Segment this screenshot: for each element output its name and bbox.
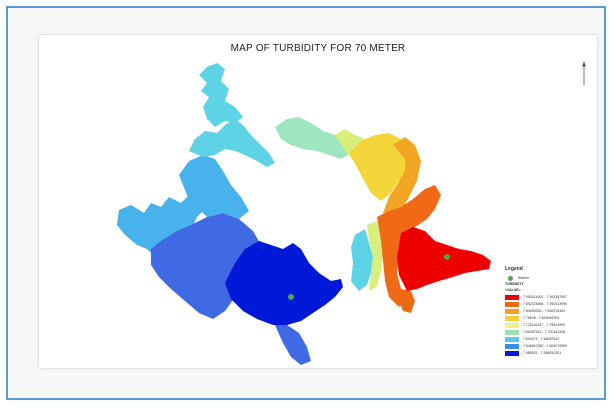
legend-class-row: 7.950414001 - 7.993367597	[505, 294, 597, 301]
legend-title: Legend	[505, 266, 523, 272]
legend-class-label: 7.76525 - 7.834949329	[523, 315, 560, 320]
station-dot-icon	[508, 276, 513, 281]
map-region-royal-blue-south	[275, 325, 311, 365]
legend-class-row: 7.489521 - 7.546810281	[505, 350, 597, 357]
map-sheet: MAP OF TURBIDITY FOR 70 METER Legend Sta…	[39, 35, 597, 368]
legend-swatch	[505, 323, 519, 328]
legend-class-label: 7.892378465 - 7.950413999	[523, 301, 567, 306]
map-region-cyan-north-branch	[199, 63, 243, 127]
legend-class-label: 7.604071 - 7.66287512	[523, 336, 560, 341]
legend-classes: 7.950414001 - 7.993367597 7.892378465 - 7…	[505, 294, 597, 357]
image-frame: MAP OF TURBIDITY FOR 70 METER Legend Sta…	[6, 6, 606, 400]
legend-station-row: Station	[505, 275, 597, 282]
legend-class-label: 7.83494933 - 7.892378464	[523, 308, 566, 313]
map-region-cyan-east	[351, 229, 373, 291]
map-region-orange-tail	[399, 289, 415, 313]
legend-swatch	[505, 295, 519, 300]
map-legend: Legend Station TURBIDITY <VALUE> 7.95041…	[505, 267, 597, 357]
map-region-orange	[377, 185, 441, 307]
map-title: MAP OF TURBIDITY FOR 70 METER	[230, 43, 406, 54]
map-region-sky-blue-north	[179, 155, 249, 219]
north-arrow-icon	[582, 61, 586, 85]
legend-class-row: 7.604071 - 7.66287512	[505, 336, 597, 343]
legend-layer-name: TURBIDITY	[505, 282, 524, 287]
legend-class-row: 7.892378465 - 7.950413999	[505, 301, 597, 308]
map-region-cyan-north	[189, 119, 275, 167]
legend-class-row: 7.83494933 - 7.892378464	[505, 308, 597, 315]
legend-swatch	[505, 302, 519, 307]
legend-swatch	[505, 351, 519, 356]
legend-class-label: 7.66287513 - 7.720161246	[523, 329, 566, 334]
station-marker	[288, 294, 294, 300]
legend-swatch	[505, 344, 519, 349]
legend-class-row: 7.66287513 - 7.720161246	[505, 329, 597, 336]
legend-class-label: 7.950414001 - 7.993367597	[523, 294, 567, 299]
legend-swatch	[505, 309, 519, 314]
map-region-mint	[275, 117, 351, 159]
legend-class-label: 7.546810282 - 7.604070999	[523, 343, 567, 348]
station-marker	[444, 254, 450, 260]
map-region-amber	[383, 137, 421, 221]
legend-swatch	[505, 330, 519, 335]
turbidity-map	[117, 63, 491, 365]
legend-class-label: 7.720161247 - 7.76524999	[523, 322, 566, 327]
map-region-yellow-green-east	[367, 221, 383, 291]
map-region-red	[397, 227, 491, 291]
legend-swatch	[505, 337, 519, 342]
legend-class-row: 7.76525 - 7.834949329	[505, 315, 597, 322]
legend-class-row: 7.546810282 - 7.604070999	[505, 343, 597, 350]
legend-value-header: <VALUE>	[505, 288, 521, 293]
map-region-deep-blue	[225, 241, 343, 325]
legend-class-row: 7.720161247 - 7.76524999	[505, 322, 597, 329]
legend-station-label: Station	[518, 275, 529, 280]
legend-class-label: 7.489521 - 7.546810281	[523, 350, 562, 355]
map-region-yellow	[349, 133, 411, 201]
legend-swatch	[505, 316, 519, 321]
map-region-sky-blue-west	[117, 195, 209, 265]
